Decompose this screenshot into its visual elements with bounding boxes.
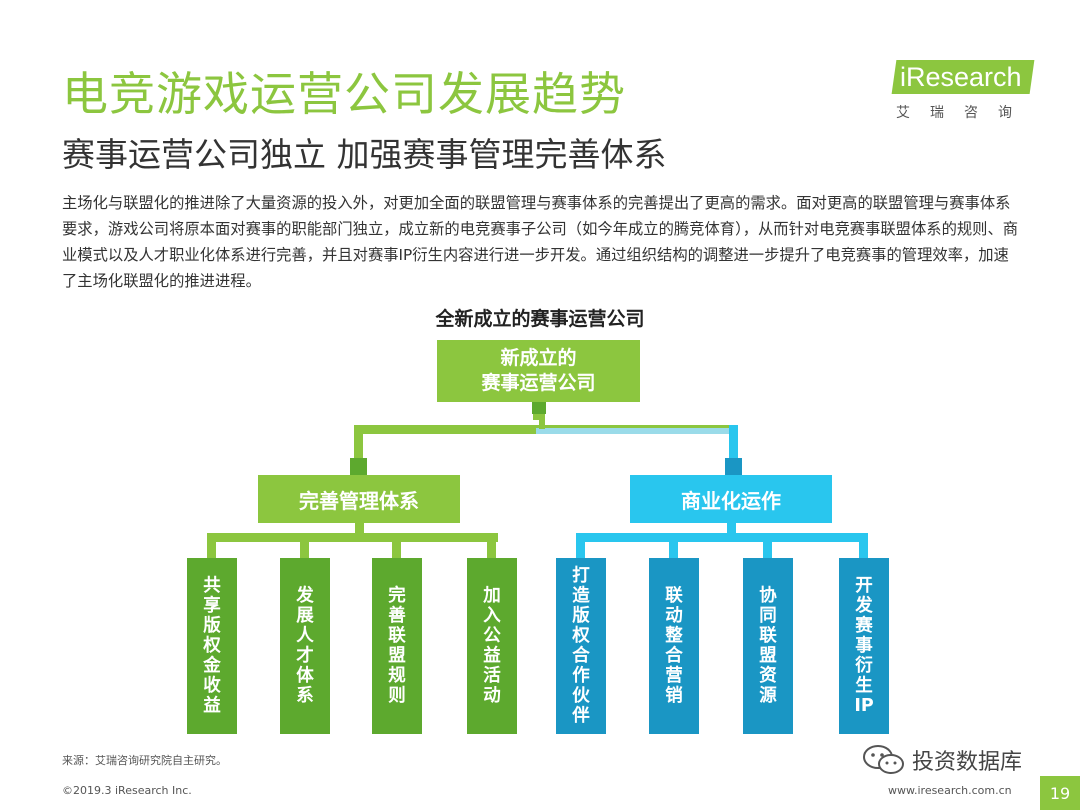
body-paragraph: 主场化与联盟化的推进除了大量资源的投入外，对更加全面的联盟管理与赛事体系的完善提… <box>62 194 1019 290</box>
root-node: 新成立的 赛事运营公司 <box>437 340 640 402</box>
diagram-title: 全新成立的赛事运营公司 <box>435 308 645 330</box>
leaf-label: 联动整合营销 <box>665 586 683 706</box>
copyright: ©2019.3 iResearch Inc. <box>62 784 192 797</box>
branch-node-management: 完善管理体系 <box>258 475 460 523</box>
leaf-node-commercial-4: 开发赛事衍生IP <box>839 558 889 734</box>
watermark: 投资数据库 <box>862 744 1022 776</box>
website-url: www.iresearch.com.cn <box>888 784 1012 797</box>
leaf-label: 共享版权金收益 <box>203 576 221 716</box>
leaf-node-management-4: 加入公益活动 <box>467 558 517 734</box>
right-leaf-bus <box>576 533 868 542</box>
left-leaf-bus <box>210 533 498 542</box>
watermark-text: 投资数据库 <box>912 750 1023 775</box>
root-bus-blue <box>536 428 736 434</box>
leaf-label: 开发赛事衍生IP <box>854 576 874 716</box>
left-drop <box>354 425 363 462</box>
leaf-label: 协同联盟资源 <box>759 586 777 706</box>
leaf-label: 加入公益活动 <box>483 586 501 706</box>
page-number: 19 <box>1040 776 1080 810</box>
leaf-node-management-1: 共享版权金收益 <box>187 558 237 734</box>
right-drop <box>729 425 738 462</box>
logo-cn-text: 艾瑞咨询 <box>896 105 1032 121</box>
leaf-label: 完善联盟规则 <box>388 586 406 706</box>
source-note: 来源：艾瑞咨询研究院自主研究。 <box>62 754 227 767</box>
root-node-line2: 赛事运营公司 <box>481 372 596 394</box>
leaf-node-commercial-1: 打造版权合作伙伴 <box>556 558 606 734</box>
leaf-node-commercial-2: 联动整合营销 <box>649 558 699 734</box>
root-node-line1: 新成立的 <box>500 347 577 369</box>
page-title: 电竞游戏运营公司发展趋势 <box>62 67 626 121</box>
leaf-node-management-3: 完善联盟规则 <box>372 558 422 734</box>
wechat-icon <box>863 745 904 774</box>
leaf-node-management-2: 发展人才体系 <box>280 558 330 734</box>
iresearch-logo: iResearch 艾瑞咨询 <box>886 58 1036 128</box>
leaf-node-commercial-3: 协同联盟资源 <box>743 558 793 734</box>
leaf-label: 发展人才体系 <box>296 586 314 706</box>
leaf-label: 打造版权合作伙伴 <box>572 566 590 726</box>
branch-node-commercial: 商业化运作 <box>630 475 832 523</box>
page-subtitle: 赛事运营公司独立 加强赛事管理完善体系 <box>62 135 667 174</box>
